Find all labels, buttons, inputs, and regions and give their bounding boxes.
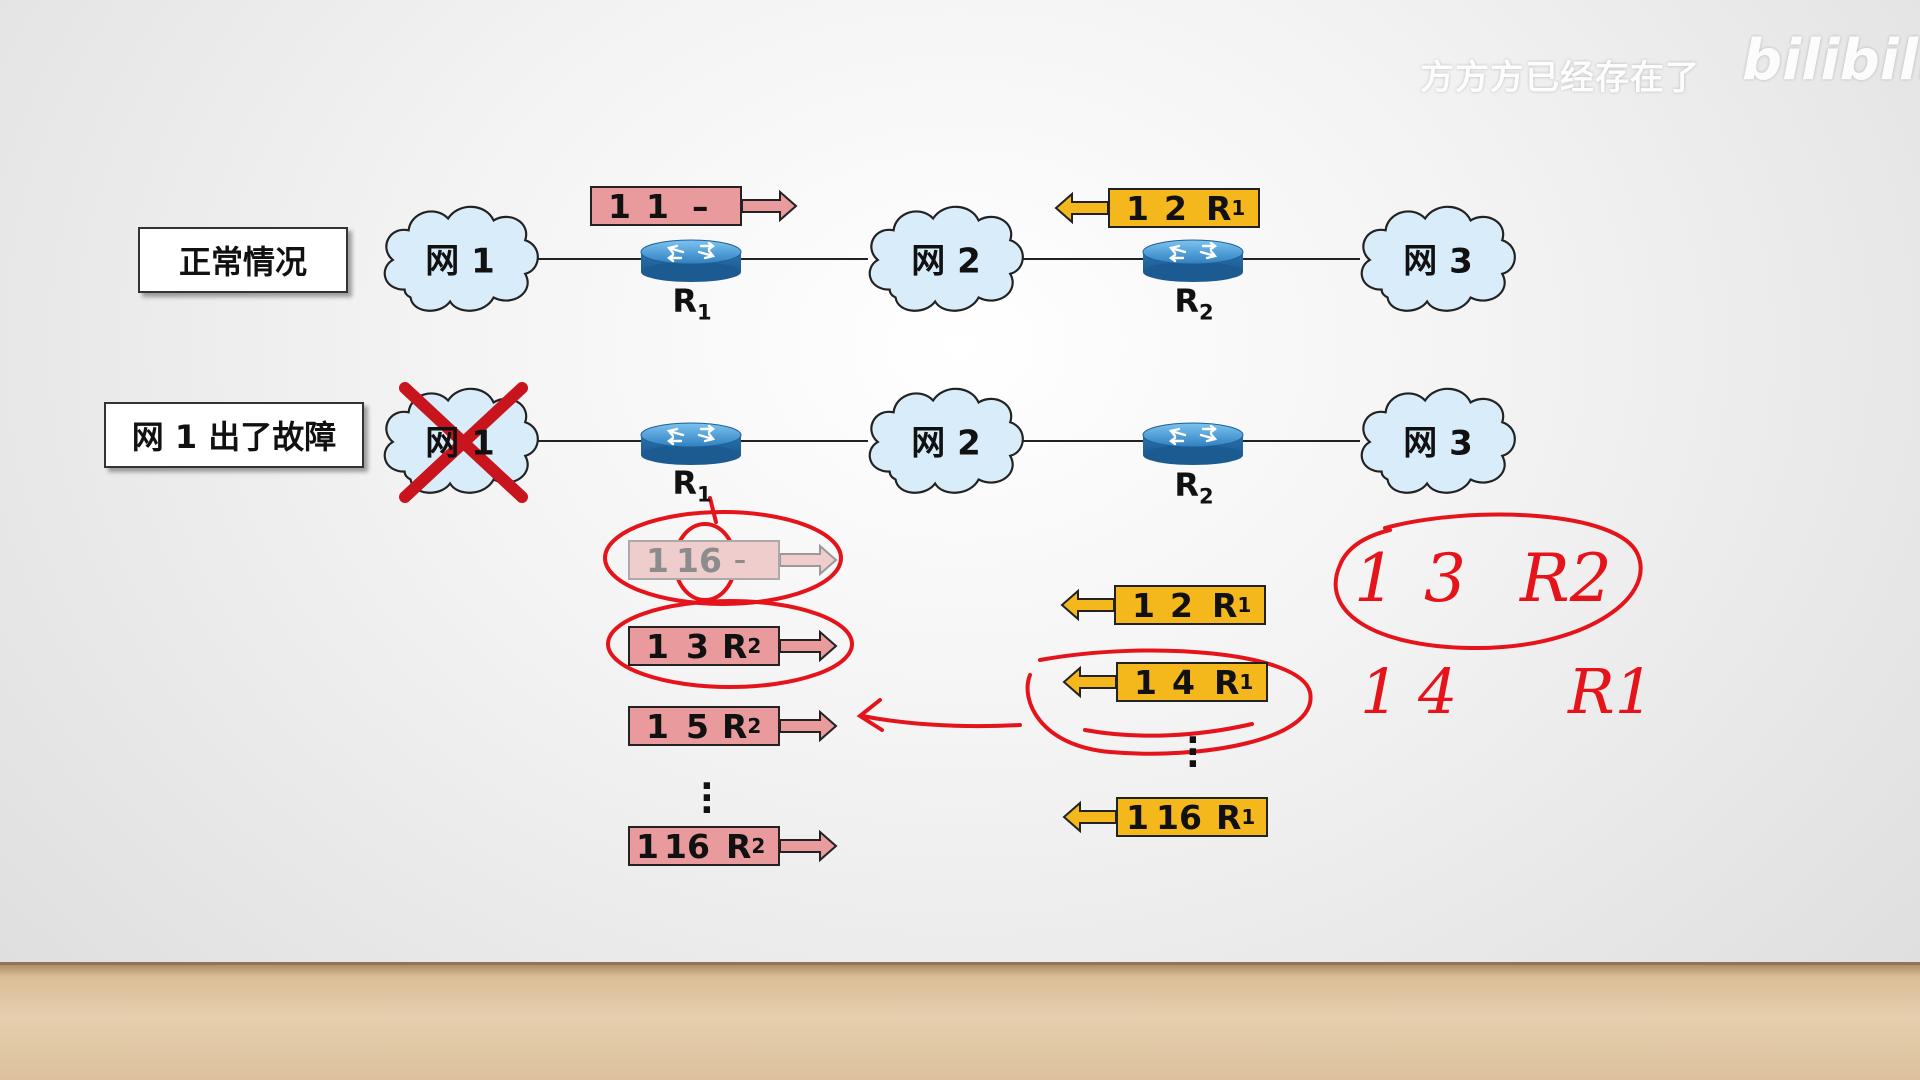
router-r2-label-bottom: R2: [1174, 466, 1214, 509]
vertical-ellipsis-left: ...: [700, 757, 714, 822]
arrow-right-left-0: [779, 543, 838, 577]
arrow-right-p1: [741, 189, 798, 223]
router-r2-top: [1141, 238, 1245, 284]
net1-label-top: 网 1: [425, 241, 495, 282]
router-r1-top: [639, 238, 743, 284]
bilibili-logo: bilibili: [1742, 28, 1920, 93]
circle-1-4-r1: [1025, 648, 1313, 756]
arrow-right-left-1: [779, 629, 838, 863]
router-r1-bottom: [639, 421, 743, 467]
tick-under-r1: [708, 496, 718, 524]
label-fault: 网 1 出了故障: [104, 402, 364, 468]
packet-left-0: 1 16 –: [628, 540, 780, 580]
net1-label-bottom: 网 1: [425, 423, 495, 464]
circle-1-16: [603, 510, 843, 606]
router-r2-label-top: R2: [1174, 282, 1214, 325]
router-r2-bottom: [1141, 421, 1245, 467]
failure-x-mark: [399, 382, 528, 503]
vertical-ellipsis-right: ...: [1186, 711, 1200, 776]
label-normal: 正常情况: [138, 227, 348, 293]
net2-label-top: 网 2: [911, 241, 981, 282]
watermark-text: 方方方已经存在了: [1420, 58, 1700, 98]
packet-top-1: 1 1 –: [590, 186, 742, 226]
arrow-curve: [860, 714, 1022, 729]
net3-label-top: 网 3: [1403, 241, 1473, 282]
net2-label-bottom: 网 2: [911, 423, 981, 464]
arrow-left-yellow: [1054, 191, 1117, 834]
circle-handwritten-note: [1333, 512, 1643, 651]
floor-edge: [0, 962, 1920, 966]
circle-1-3-r2: [606, 599, 854, 689]
arrow-head: [856, 698, 884, 732]
wood-floor: [0, 965, 1920, 1080]
router-r1-label-bottom: R1: [672, 464, 712, 507]
net3-label-bottom: 网 3: [1403, 423, 1473, 464]
underline-1-4-r1: [1083, 722, 1254, 738]
router-r1-label-top: R1: [672, 282, 712, 325]
